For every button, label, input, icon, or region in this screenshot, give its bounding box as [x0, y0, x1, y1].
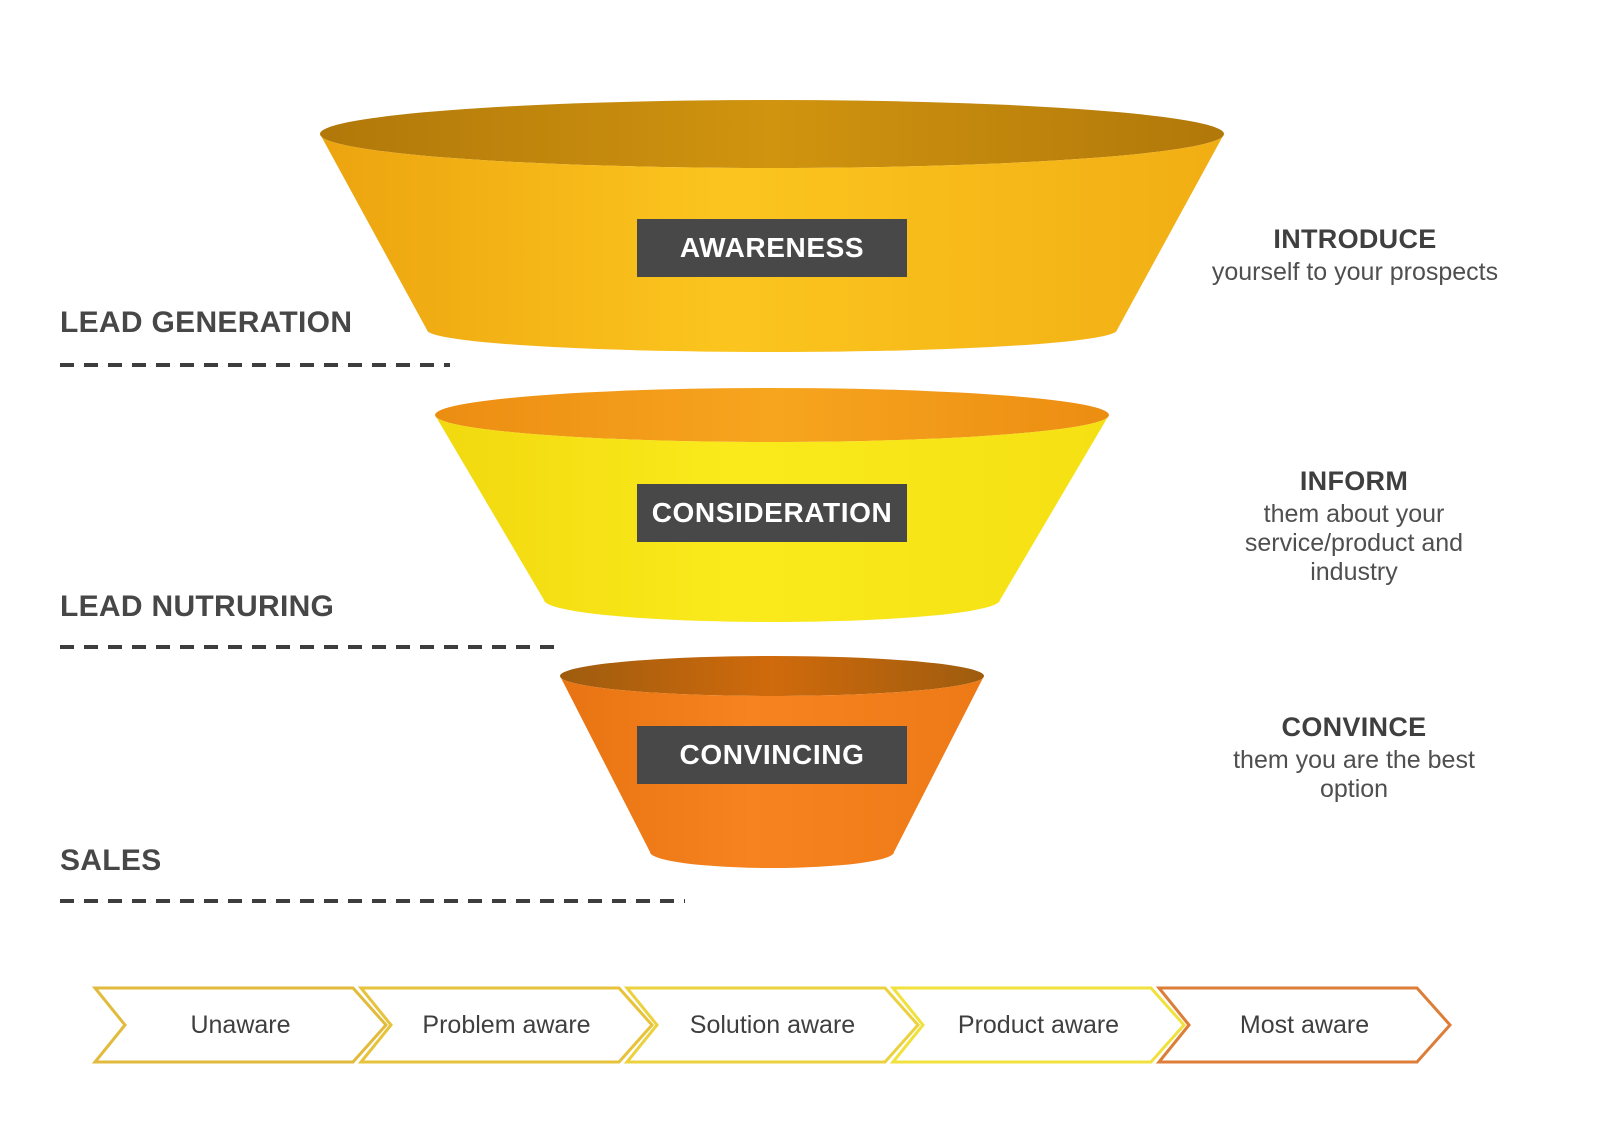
action-block-inform: INFORM them about your service/product a…: [1226, 466, 1482, 587]
action-title-introduce: INTRODUCE: [1273, 224, 1437, 254]
phase-label-lead-generation: LEAD GENERATION: [60, 306, 353, 339]
funnel-stage2-opening: [435, 388, 1109, 442]
funnel-stage1-opening: [320, 100, 1224, 168]
phase-divider-3: [60, 899, 685, 903]
action-title-inform: INFORM: [1299, 466, 1409, 496]
chevron-label-unaware: Unaware: [190, 1011, 291, 1039]
action-text-convince: them you are the best option: [1233, 746, 1475, 803]
action-text-introduce: yourself to your prospects: [1211, 258, 1499, 286]
chevron-shape-problem-aware: [357, 986, 655, 1064]
action-title-convince: CONVINCE: [1281, 712, 1427, 742]
phase-divider-1: [60, 363, 450, 367]
action-block-introduce: INTRODUCE yourself to your prospects: [1185, 224, 1525, 287]
chevron-label-solution-aware: Solution aware: [689, 1011, 856, 1039]
phase-label-lead-nurturing: LEAD NUTRURING: [60, 590, 335, 623]
stage-box-awareness: AWARENESS: [637, 219, 907, 277]
funnel-stage3-opening: [560, 656, 984, 696]
chevron-shape-solution-aware: [623, 986, 921, 1064]
action-text-inform: them about your service/product and indu…: [1244, 500, 1464, 586]
chevron-shape-product-aware: [889, 986, 1187, 1064]
stage-box-consideration: CONSIDERATION: [637, 484, 907, 542]
chevron-label-problem-aware: Problem aware: [422, 1011, 591, 1039]
phase-divider-2: [60, 645, 560, 649]
chevron-label-most-aware: Most aware: [1239, 1011, 1370, 1039]
chevron-label-product-aware: Product aware: [957, 1011, 1120, 1039]
phase-label-sales: SALES: [60, 844, 162, 877]
stage-box-convincing: CONVINCING: [637, 726, 907, 784]
chevron-shape-most-aware: [1155, 986, 1453, 1064]
chevron-shape-unaware: [91, 986, 389, 1064]
action-block-convince: CONVINCE them you are the best option: [1219, 712, 1489, 804]
